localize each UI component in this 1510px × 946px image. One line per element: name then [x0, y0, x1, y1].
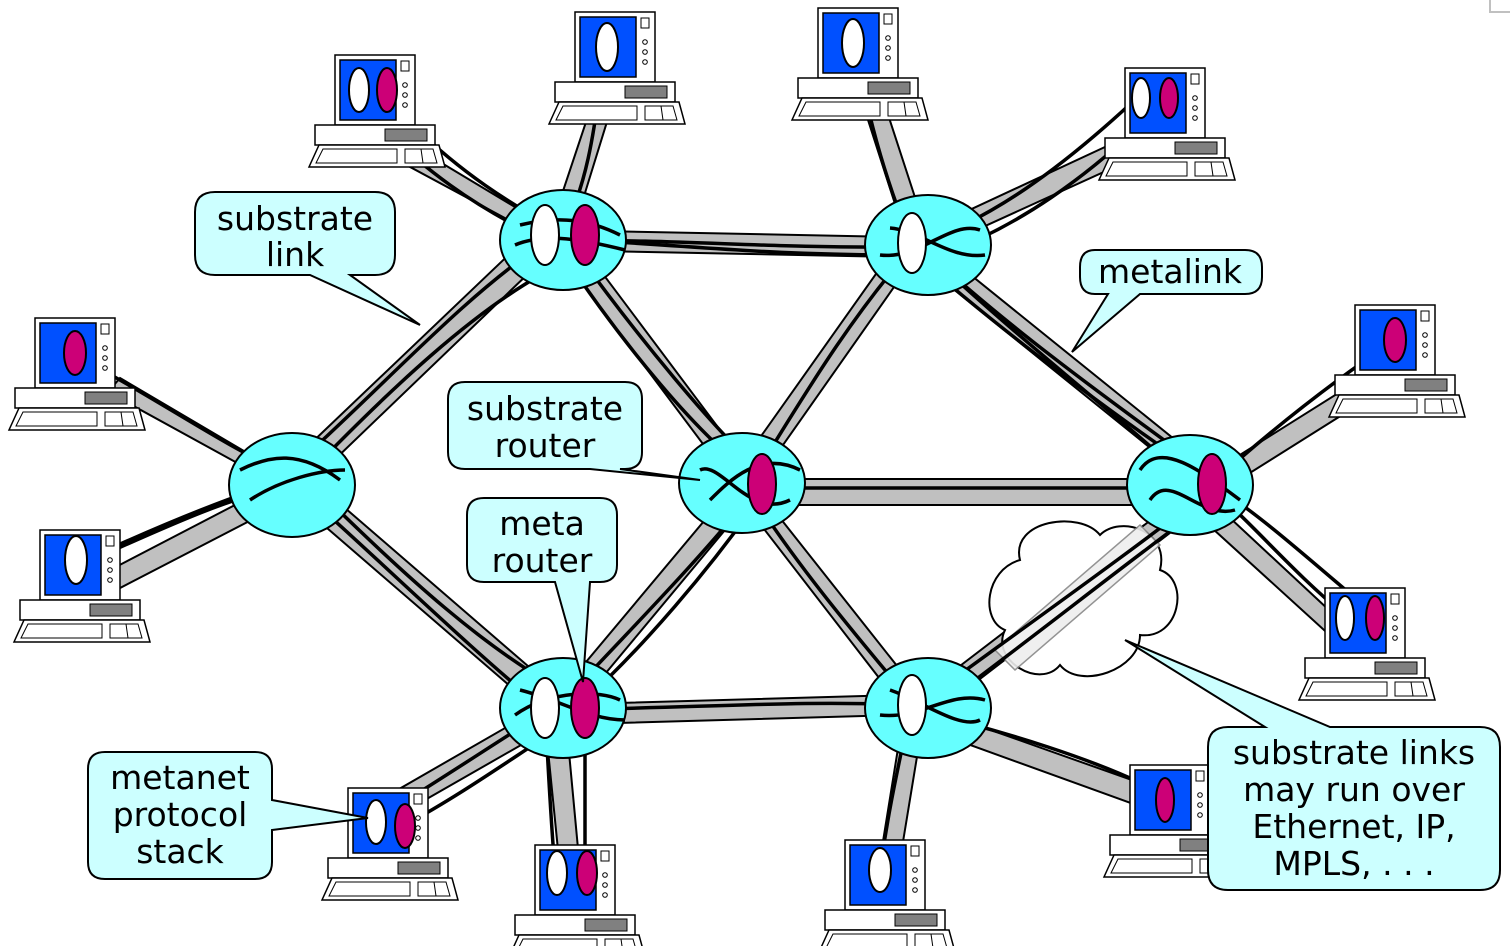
- callout-text-line: router: [492, 541, 593, 580]
- desktop-computer-icon: [13, 529, 151, 643]
- svg-text:protocol: protocol: [113, 795, 248, 834]
- desktop-computer-icon: [8, 317, 146, 431]
- callout-text-line: link: [266, 235, 325, 274]
- callout-text-line: substrate: [217, 199, 373, 238]
- desktop-computer-icon: [1328, 304, 1466, 418]
- desktop-computer-icon: [548, 11, 686, 125]
- callout-meta-router: meta router: [466, 497, 618, 683]
- callout-text-line: metanet: [110, 758, 250, 797]
- desktop-computer-icon: [508, 844, 646, 946]
- callout-text-line: stack: [136, 832, 224, 871]
- desktop-computer-icon: [1103, 764, 1241, 878]
- svg-text:substrate links: substrate links: [1233, 733, 1475, 772]
- desktop-computer-icon: [791, 7, 929, 121]
- desktop-computer-icon: [1298, 587, 1436, 701]
- meta-router-ovals: [530, 204, 1227, 739]
- svg-text:may run over: may run over: [1243, 770, 1465, 809]
- callout-substrate-router: substrate router: [447, 381, 701, 481]
- svg-text:metalink: metalink: [1098, 252, 1243, 291]
- svg-text:substrate: substrate: [217, 199, 373, 238]
- svg-text:stack: stack: [136, 832, 224, 871]
- svg-text:substrate: substrate: [467, 389, 623, 428]
- callout-metanet-protocol-stack: metanet protocol stack: [87, 751, 369, 880]
- substrate-router-bottom-left: [499, 657, 627, 759]
- desktop-computer-icon: [818, 839, 956, 946]
- callout-text-line: MPLS, . . .: [1273, 844, 1434, 883]
- substrate-router-right: [1126, 434, 1254, 536]
- callout-metalink: metalink: [1071, 249, 1263, 353]
- callout-text-line: substrate: [467, 389, 623, 428]
- callout-text-line: may run over: [1243, 770, 1465, 809]
- callout-text-line: router: [495, 426, 596, 465]
- svg-text:MPLS, . . .: MPLS, . . .: [1273, 844, 1434, 883]
- callout-text-line: protocol: [113, 795, 248, 834]
- svg-text:meta: meta: [499, 504, 585, 543]
- desktop-computer-icon: [321, 787, 459, 901]
- desktop-computer-icon: [1098, 67, 1236, 181]
- svg-text:Ethernet, IP,: Ethernet, IP,: [1252, 807, 1455, 846]
- callout-substrate-link: substrate link: [194, 191, 421, 326]
- substrate-router-center: [678, 432, 806, 534]
- hosts: [8, 7, 1466, 946]
- svg-text:link: link: [266, 235, 325, 274]
- callout-text-line: metalink: [1098, 252, 1243, 291]
- svg-text:metanet: metanet: [110, 758, 250, 797]
- substrate-router-left: [228, 432, 356, 538]
- callout-text-line: substrate links: [1233, 733, 1475, 772]
- callout-substrate-links-may-run: substrate links may run over Ethernet, I…: [1124, 639, 1501, 891]
- svg-text:router: router: [492, 541, 593, 580]
- corner-mark: [1489, 0, 1510, 13]
- callout-text-line: meta: [499, 504, 585, 543]
- svg-text:router: router: [495, 426, 596, 465]
- callout-text-line: Ethernet, IP,: [1252, 807, 1455, 846]
- desktop-computer-icon: [308, 54, 446, 168]
